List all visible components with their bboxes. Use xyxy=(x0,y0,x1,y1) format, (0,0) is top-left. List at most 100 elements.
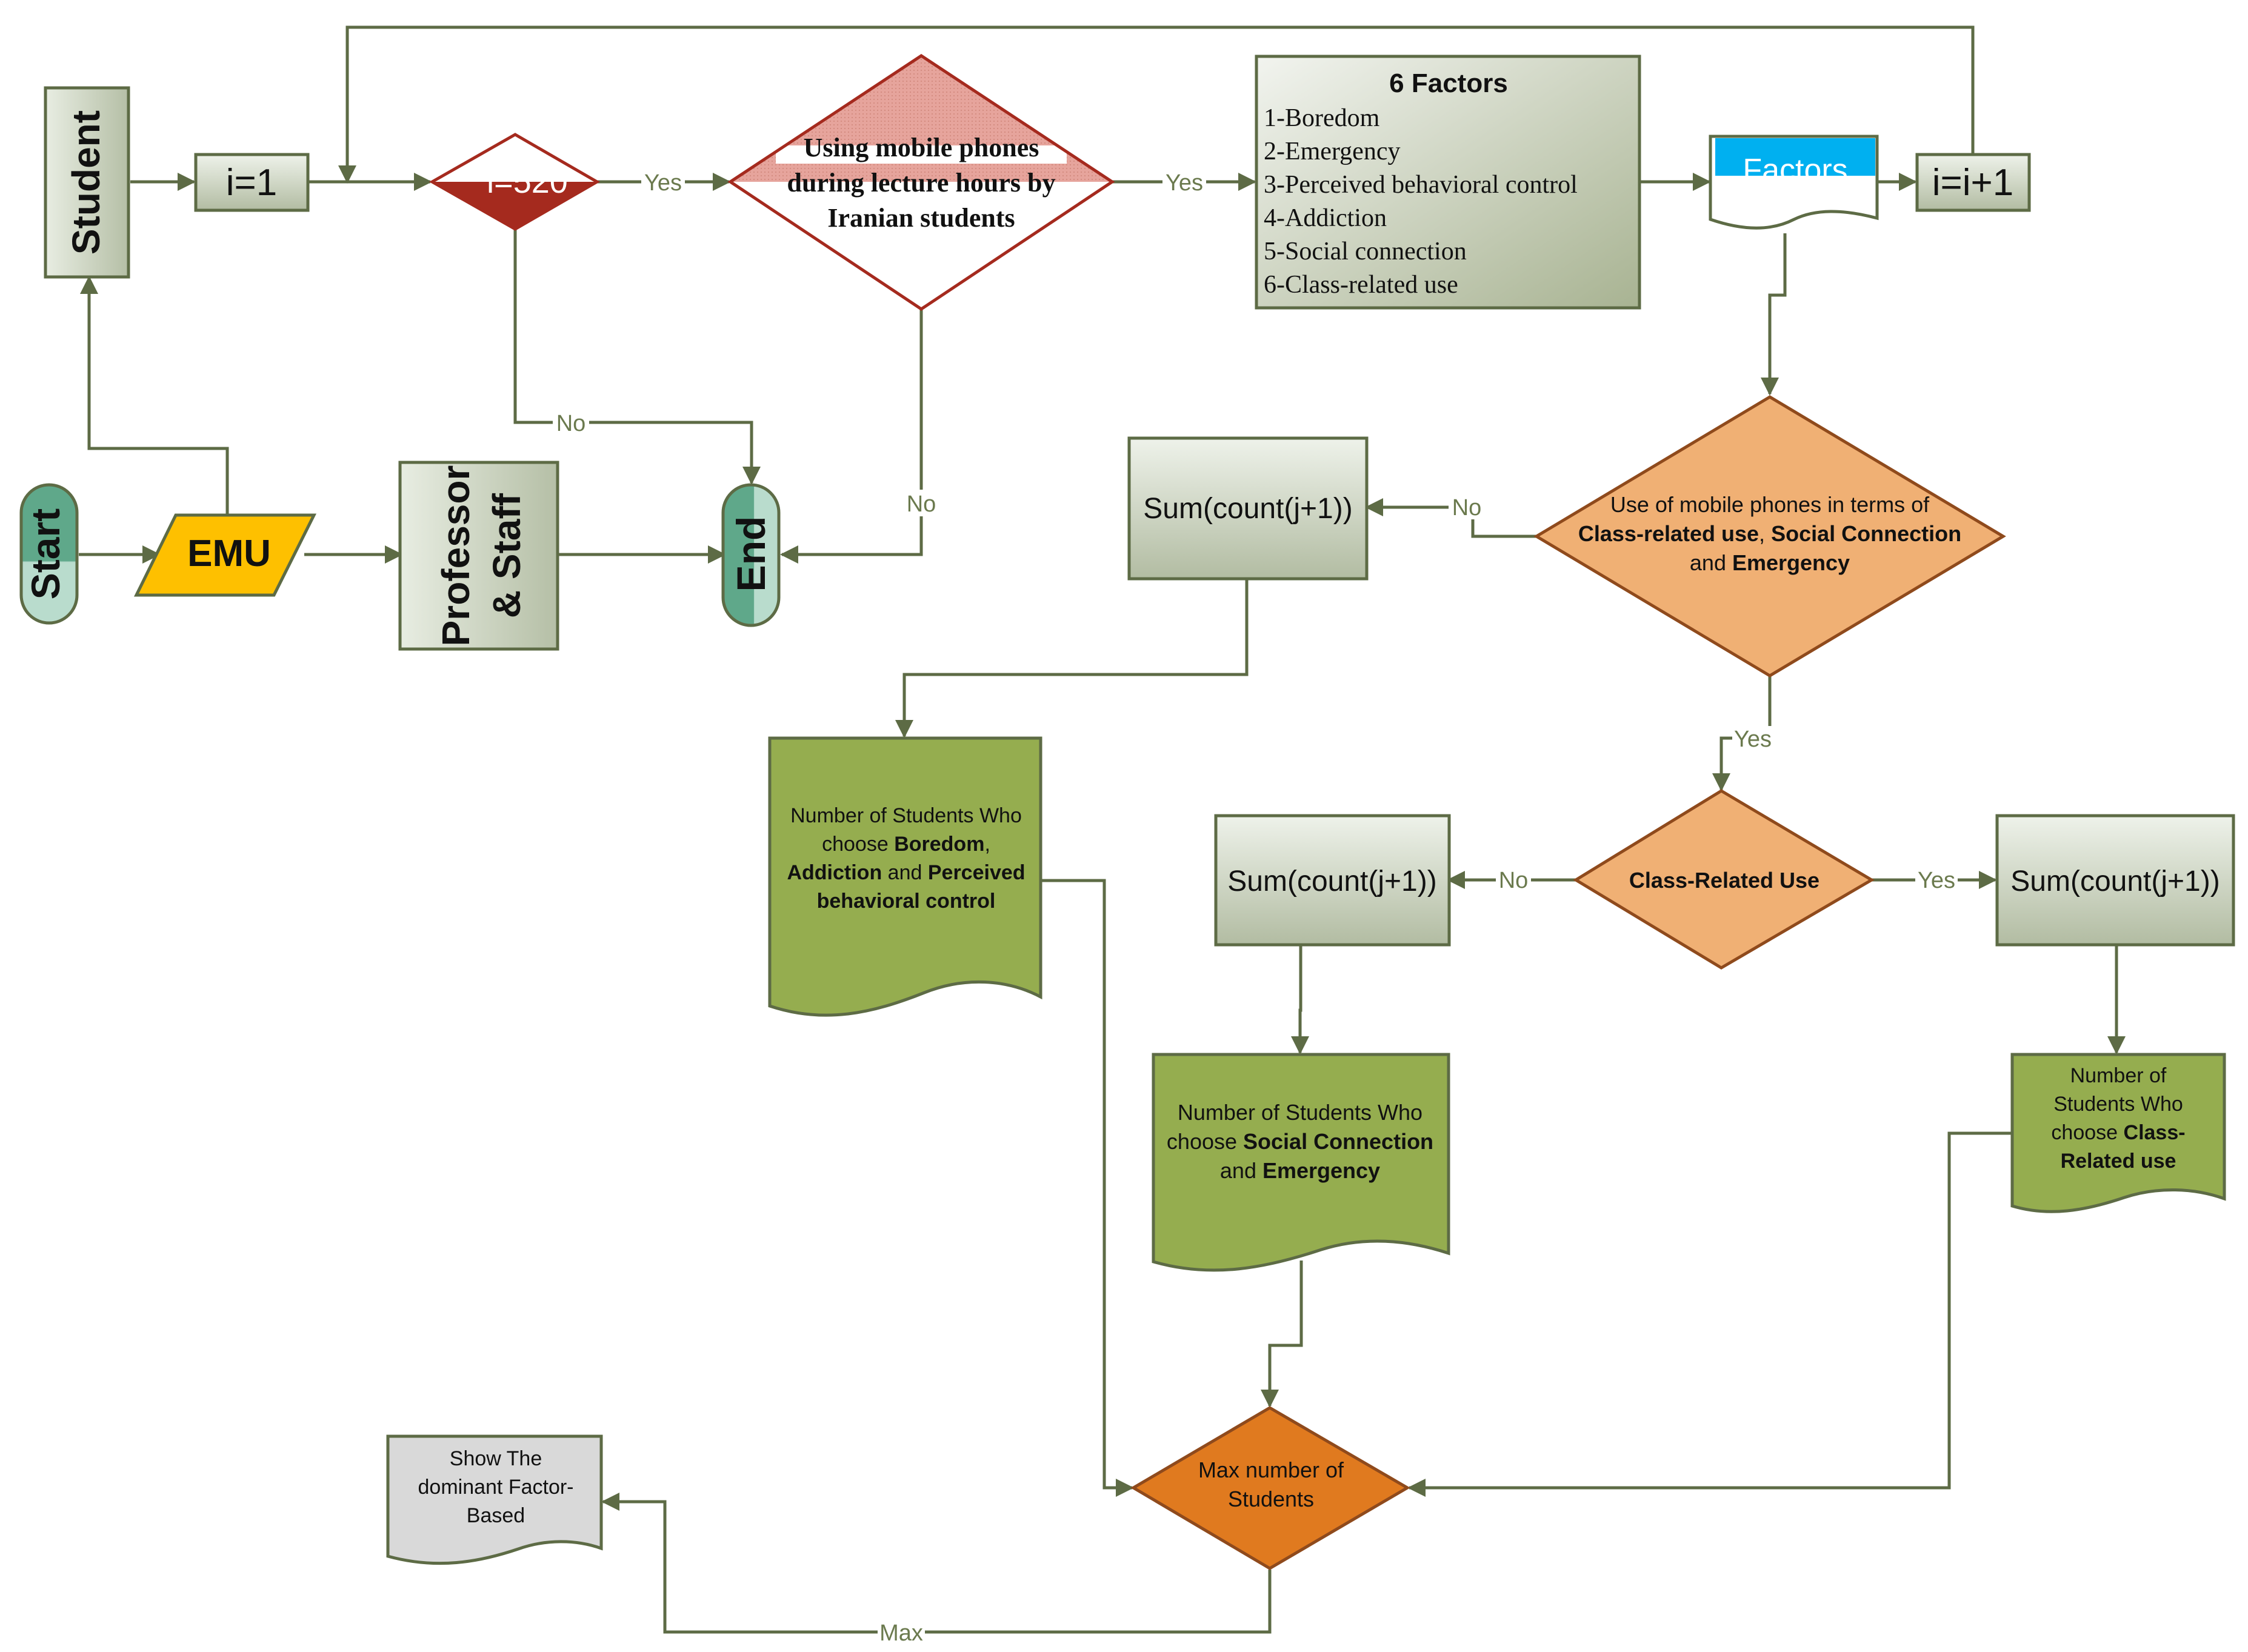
factors-doc-node[interactable]: Factors xyxy=(1709,135,1879,230)
question-node[interactable]: Using mobile phones during lecture hours… xyxy=(727,54,1115,311)
class-doc-line2: Students Who xyxy=(2053,1093,2183,1116)
i-incr-node[interactable]: i=i+1 xyxy=(1915,153,2031,212)
edge-decision-sumtop xyxy=(1365,498,1536,538)
edge-social-max xyxy=(1261,1261,1303,1408)
show-line2: dominant Factor- xyxy=(418,1476,574,1499)
edge-condition-end xyxy=(513,227,761,485)
terms-and: and xyxy=(1690,550,1732,575)
student-node[interactable]: Student xyxy=(44,86,130,279)
label-no-question: No xyxy=(907,491,936,517)
question-line3: Iranian students xyxy=(827,203,1015,233)
professor-staff-node[interactable]: Professor & Staff xyxy=(398,461,559,651)
terms-class-related: Class-related use xyxy=(1578,521,1759,546)
social-choose: choose xyxy=(1167,1129,1243,1154)
max-line2: Students xyxy=(1228,1487,1314,1511)
condition-label: i=520 xyxy=(487,164,568,200)
sum-right-label: Sum(count(j+1)) xyxy=(2010,865,2220,898)
label-yes-condition: Yes xyxy=(644,170,682,196)
edge-loop-back xyxy=(338,25,1975,184)
edge-class-max xyxy=(1407,1131,2011,1497)
question-line2: during lecture hours by xyxy=(787,168,1056,198)
boredom-line3: Addiction and Perceived xyxy=(787,861,1025,884)
boredom-comma: , xyxy=(984,833,990,856)
boredom-line1: Number of Students Who xyxy=(790,804,1022,827)
terms-line1: Use of mobile phones in terms of xyxy=(1610,492,1930,517)
question-line1: Using mobile phones xyxy=(804,133,1039,162)
edge-doc-decision xyxy=(1761,233,1787,396)
end-label: End xyxy=(729,516,773,592)
emu-node[interactable]: EMU xyxy=(133,513,317,597)
class-doc-class: Class- xyxy=(2124,1121,2186,1144)
social-emergency: Emergency xyxy=(1262,1158,1380,1183)
show-doc-node[interactable]: Show The dominant Factor- Based xyxy=(386,1434,603,1565)
factor-item-4: 4-Addiction xyxy=(1264,204,1387,232)
max-line1: Max number of xyxy=(1198,1457,1344,1482)
sum-top-label: Sum(count(j+1)) xyxy=(1143,493,1352,525)
show-line3: Based xyxy=(467,1504,525,1527)
max-decision-node[interactable]: Max number of Students xyxy=(1130,1406,1410,1570)
decision-class-node[interactable]: Class-Related Use xyxy=(1573,789,1875,970)
edge-sumtop-boredom xyxy=(895,579,1249,738)
class-doc-line1: Number of xyxy=(2070,1064,2167,1087)
prof-label-line2: & Staff xyxy=(485,493,529,618)
edge-emu-student xyxy=(80,276,229,515)
label-yes-terms: Yes xyxy=(1734,727,1772,752)
label-no-condition: No xyxy=(556,411,586,436)
label-no-terms: No xyxy=(1452,495,1482,521)
factor-item-5: 5-Social connection xyxy=(1264,238,1467,265)
factor-item-2: 2-Emergency xyxy=(1264,138,1400,165)
edge-summid-social xyxy=(1291,945,1309,1054)
boredom-word: Boredom xyxy=(894,833,984,856)
boredom-choose: choose xyxy=(822,833,894,856)
sum-top-node[interactable]: Sum(count(j+1)) xyxy=(1127,436,1369,581)
sum-mid-node[interactable]: Sum(count(j+1)) xyxy=(1214,814,1451,947)
start-label: Start xyxy=(23,508,68,599)
label-yes-question: Yes xyxy=(1166,170,1203,196)
boredom-perceived: Perceived xyxy=(928,861,1026,884)
prof-label-line1: Professor xyxy=(434,465,478,647)
factor-item-6: 6-Class-related use xyxy=(1264,271,1458,299)
edge-question-end xyxy=(780,309,923,564)
sum-mid-label: Sum(count(j+1)) xyxy=(1227,865,1436,898)
social-line1: Number of Students Who xyxy=(1178,1100,1423,1125)
end-node[interactable]: End xyxy=(721,483,781,627)
factor-item-3: 3-Perceived behavioral control xyxy=(1264,171,1578,199)
social-line3: and Emergency xyxy=(1220,1158,1380,1183)
edges xyxy=(79,25,2126,1634)
doc-boredom-node[interactable]: Number of Students Who choose Boredom, A… xyxy=(768,736,1042,1017)
terms-line3: and Emergency xyxy=(1690,550,1850,575)
social-connection: Social Connection xyxy=(1243,1129,1433,1154)
label-no-class: No xyxy=(1499,868,1529,893)
doc-class-node[interactable]: Number of Students Who choose Class- Rel… xyxy=(2010,1053,2226,1213)
i-init-label: i=1 xyxy=(226,162,277,204)
class-doc-choose: choose xyxy=(2051,1121,2123,1144)
boredom-line2: choose Boredom, xyxy=(822,833,990,856)
i-incr-label: i=i+1 xyxy=(1932,162,2013,204)
terms-emergency: Emergency xyxy=(1732,550,1850,575)
class-doc-line4: Related use xyxy=(2061,1150,2176,1173)
boredom-addiction: Addiction xyxy=(787,861,882,884)
factors-doc-label: Factors xyxy=(1743,153,1847,188)
boredom-line4: behavioral control xyxy=(817,890,996,913)
sum-right-node[interactable]: Sum(count(j+1)) xyxy=(1995,814,2235,947)
start-node[interactable]: Start xyxy=(19,483,79,625)
edge-max-show xyxy=(601,1493,1272,1634)
show-line1: Show The xyxy=(450,1447,542,1470)
edge-boredom-max xyxy=(1039,879,1134,1497)
class-doc-line3: choose Class- xyxy=(2051,1121,2185,1144)
factors-box-node[interactable]: 6 Factors 1-Boredom 2-Emergency 3-Percei… xyxy=(1255,55,1641,310)
terms-line2: Class-related use, Social Connection xyxy=(1578,521,1961,546)
i-init-node[interactable]: i=1 xyxy=(194,153,310,212)
decision-terms-node[interactable]: Use of mobile phones in terms of Class-r… xyxy=(1533,395,2006,678)
condition-node[interactable]: i=520 xyxy=(429,133,600,231)
label-yes-class: Yes xyxy=(1918,868,1955,893)
label-max: Max xyxy=(879,1620,923,1646)
emu-label: EMU xyxy=(187,533,271,575)
terms-separator: , xyxy=(1759,521,1771,546)
student-label: Student xyxy=(64,110,108,255)
boredom-and: and xyxy=(882,861,928,884)
doc-social-node[interactable]: Number of Students Who choose Social Con… xyxy=(1152,1053,1450,1272)
social-line2: choose Social Connection xyxy=(1167,1129,1433,1154)
